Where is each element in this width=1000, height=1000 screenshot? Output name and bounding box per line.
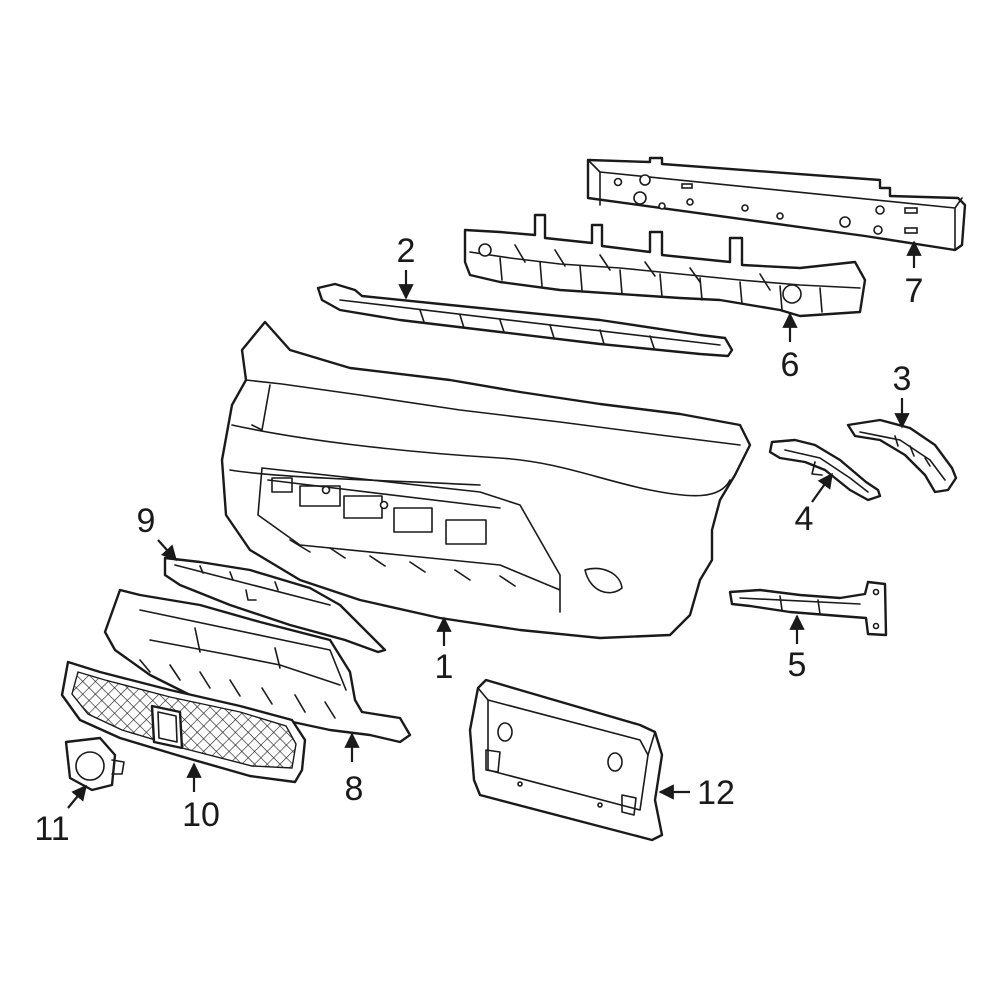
part-11-cap[interactable] (64, 736, 125, 792)
leader-9 (157, 539, 178, 562)
callout-2: 2 (397, 232, 416, 270)
part-7-reinforcement-bar[interactable] (586, 156, 967, 252)
callout-1: 1 (435, 648, 454, 686)
callout-5: 5 (788, 646, 807, 684)
part-3-side-bracket[interactable] (846, 418, 958, 494)
callout-8: 8 (345, 770, 364, 808)
part-9-valance-strip[interactable] (163, 556, 387, 654)
part-5-lower-bracket[interactable] (728, 580, 888, 637)
part-2-upper-bracket[interactable] (316, 282, 734, 358)
callout-7: 7 (905, 272, 924, 310)
callout-9: 9 (137, 502, 156, 540)
callout-11: 11 (34, 810, 69, 848)
part-10-mesh-grille[interactable] (60, 660, 307, 784)
leader-11 (67, 784, 87, 809)
callout-12: 12 (697, 774, 735, 812)
callout-3: 3 (893, 360, 912, 398)
callout-6: 6 (781, 346, 800, 384)
leader-4 (811, 472, 833, 503)
part-6-energy-absorber[interactable] (463, 213, 867, 318)
part-8-deflector[interactable] (103, 588, 412, 744)
part-12-license-bracket[interactable] (468, 678, 664, 842)
callout-10: 10 (182, 796, 220, 834)
part-1-bumper-cover[interactable] (220, 320, 752, 640)
callout-4: 4 (795, 500, 814, 538)
part-4-side-bracket[interactable] (768, 438, 882, 502)
